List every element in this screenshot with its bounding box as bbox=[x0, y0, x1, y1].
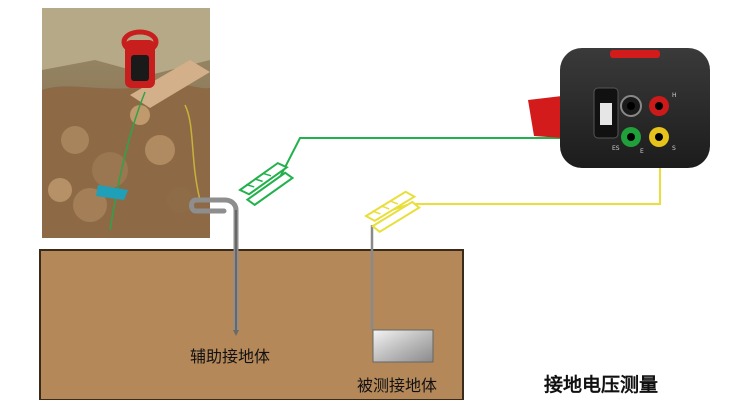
diagram-caption: 接地电压测量 bbox=[544, 374, 659, 396]
earth-tester-icon: H S E ES bbox=[528, 48, 710, 168]
auxiliary-electrode-label: 辅助接地体 bbox=[190, 347, 271, 366]
alligator-clip-icon bbox=[364, 190, 421, 234]
tested-electrode-label: 被测接地体 bbox=[357, 376, 438, 395]
terminal-label-s: S bbox=[672, 145, 676, 152]
yellow-wire bbox=[391, 138, 661, 211]
terminal-label-es: ES bbox=[612, 145, 620, 152]
terminal-label-h: H bbox=[672, 92, 677, 99]
field-photo bbox=[42, 8, 210, 238]
soil-block bbox=[39, 249, 464, 400]
alligator-clip-icon bbox=[238, 161, 295, 207]
ground-plate bbox=[372, 329, 434, 363]
auxiliary-ground-rod bbox=[189, 197, 239, 336]
terminal-label-e: E bbox=[640, 148, 644, 155]
tested-ground-electrode bbox=[370, 225, 434, 363]
